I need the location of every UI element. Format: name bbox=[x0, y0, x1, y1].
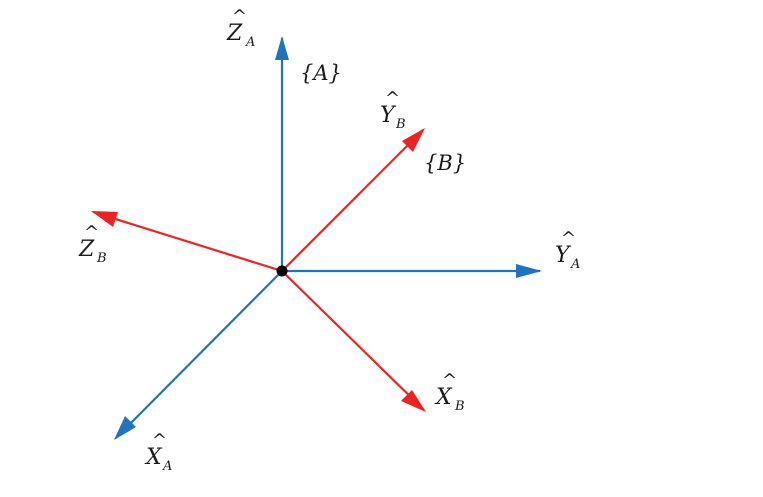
axis-x-a-label: ^ X A bbox=[144, 430, 172, 474]
axis-y-a-subscript: A bbox=[570, 257, 580, 272]
axis-x-b-hat: ^ bbox=[442, 370, 457, 391]
axis-z-b-letter: Z bbox=[78, 237, 95, 262]
axis-y-a-hat: ^ bbox=[561, 228, 576, 249]
axis-x-a-line bbox=[115, 270, 283, 439]
axis-y-b-hat: ^ bbox=[385, 88, 400, 109]
axis-z-b-line bbox=[92, 210, 283, 273]
axis-y-b-label: ^ Y B bbox=[380, 88, 406, 132]
axis-x-b-subscript: B bbox=[454, 399, 465, 414]
axis-y-a-label: ^ Y A bbox=[555, 228, 580, 272]
axis-z-a-hat: ^ bbox=[232, 6, 247, 27]
frame-b-axes bbox=[91, 128, 426, 412]
axis-y-a-arrowhead bbox=[516, 264, 542, 278]
axis-x-a-arrowhead bbox=[114, 416, 136, 440]
frame-a-label: {A} bbox=[300, 61, 342, 85]
axis-y-b-letter: Y bbox=[380, 103, 397, 128]
axis-y-b-arrowhead bbox=[402, 128, 425, 152]
axis-z-a-subscript: A bbox=[245, 35, 255, 50]
axis-z-a-arrowhead bbox=[275, 36, 289, 60]
axis-x-a-subscript: A bbox=[162, 459, 172, 474]
axis-z-b-arrowhead bbox=[91, 211, 118, 227]
axis-z-a-label: ^ Z A bbox=[226, 6, 255, 50]
frame-a-axes bbox=[114, 36, 542, 440]
axis-x-b-label: ^ X B bbox=[434, 370, 465, 414]
origin-point bbox=[276, 265, 288, 277]
axis-y-b-subscript: B bbox=[395, 117, 406, 132]
axis-x-b-arrowhead bbox=[401, 390, 426, 412]
axis-y-b-line bbox=[281, 129, 424, 272]
axis-x-b-letter: X bbox=[434, 385, 453, 410]
axis-x-a-hat: ^ bbox=[152, 430, 167, 451]
frame-b-label: {B} bbox=[424, 151, 466, 175]
axis-x-a-letter: X bbox=[144, 445, 163, 470]
axis-z-b-label: ^ Z B bbox=[78, 222, 107, 266]
axis-y-a-letter: Y bbox=[555, 243, 572, 268]
axis-z-b-hat: ^ bbox=[84, 222, 99, 243]
axis-z-b-subscript: B bbox=[96, 251, 107, 266]
axis-z-a-letter: Z bbox=[226, 21, 243, 46]
axis-x-b-line bbox=[281, 270, 425, 411]
